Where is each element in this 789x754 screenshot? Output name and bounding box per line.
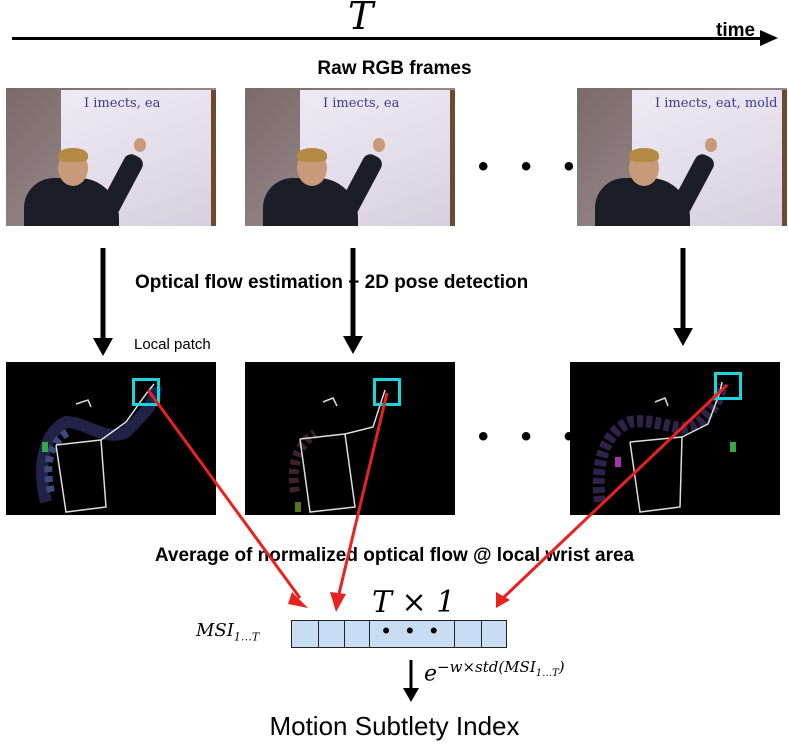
- msi-cell: [455, 621, 483, 647]
- rgb-frame-last: I imects, eat, mold: [577, 88, 787, 226]
- formula-exponent: −w×std(MSI: [437, 658, 536, 676]
- time-span-symbol: T: [348, 0, 374, 38]
- wrist-patch-box: [714, 372, 742, 400]
- time-axis-arrowhead: [760, 30, 778, 46]
- whiteboard-text: I imects, eat, mold: [655, 96, 778, 111]
- red-arrow-first: [146, 389, 308, 608]
- frames-ellipsis-top: • • •: [478, 150, 587, 183]
- flow-frame-first: [6, 362, 216, 515]
- msi-formula: e−w×std(MSI1…T): [424, 658, 565, 686]
- msi-ellipsis: • • •: [370, 618, 456, 647]
- rgb-frame-first: I imects, ea: [6, 88, 216, 226]
- local-patch-label: Local patch: [134, 336, 211, 353]
- formula-base: e: [424, 661, 438, 687]
- time-axis-line: [12, 37, 764, 40]
- wrist-patch-box: [373, 378, 401, 406]
- msi-label: MSI1…T: [196, 620, 259, 644]
- whiteboard-text: I imects, ea: [323, 96, 400, 111]
- msi-cell: [319, 621, 345, 647]
- flow-frame-last: [570, 362, 780, 515]
- vector-dimensions: T × 1: [372, 585, 456, 620]
- raw-frames-heading: Raw RGB frames: [317, 58, 472, 79]
- formula-exponent-sub: 1…T: [535, 668, 559, 679]
- rgb-frame-second: I imects, ea: [245, 88, 455, 226]
- time-label: time: [716, 20, 756, 41]
- msi-name: MSI: [196, 620, 234, 641]
- down-arrow-flow-second: [343, 248, 363, 354]
- wrist-patch-box: [132, 378, 160, 406]
- down-arrow-flow-first: [93, 248, 113, 356]
- red-arrow-last: [496, 383, 729, 608]
- motion-subtlety-index-label: Motion Subtlety Index: [269, 711, 520, 741]
- msi-vector: • • •: [291, 618, 507, 648]
- msi-subscript: 1…T: [233, 630, 260, 644]
- frames-ellipsis-bottom: • • •: [478, 420, 587, 453]
- whiteboard-text: I imects, ea: [84, 96, 161, 111]
- msi-cell: [482, 621, 506, 647]
- average-flow-heading: Average of normalized optical flow @ loc…: [154, 545, 635, 566]
- down-arrow-flow-last: [673, 248, 693, 346]
- optical-flow-heading: Optical flow estimation + 2D pose detect…: [135, 272, 529, 293]
- formula-exponent-end: ): [558, 658, 565, 676]
- msi-cell: [292, 621, 319, 647]
- msi-cell: [345, 621, 371, 647]
- flow-frame-second: [245, 362, 455, 515]
- red-arrow-second: [330, 392, 389, 612]
- down-arrow-to-index: [403, 660, 419, 702]
